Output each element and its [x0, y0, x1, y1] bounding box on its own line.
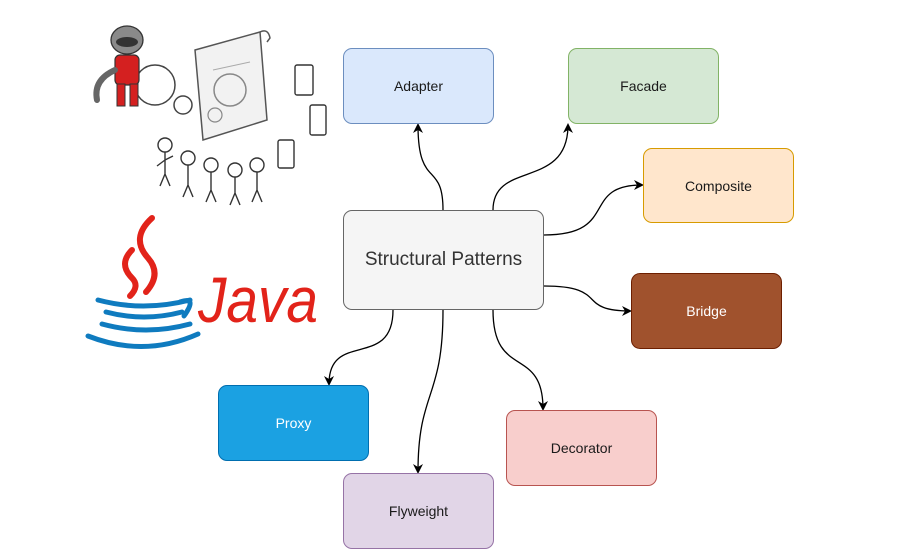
java-logo-text: Java	[197, 264, 318, 336]
facade-node: Facade	[568, 48, 719, 124]
java-steam-icon	[122, 215, 158, 299]
edge-to-adapter	[413, 123, 444, 211]
facade-label: Facade	[620, 78, 667, 94]
proxy-label: Proxy	[275, 415, 312, 431]
edge-to-composite	[543, 180, 644, 236]
flyweight-label: Flyweight	[388, 503, 449, 519]
adapter-node: Adapter	[343, 48, 494, 124]
raccoon-with-blueprint-illustration	[93, 25, 327, 206]
edge-to-proxy	[324, 309, 394, 386]
bridge-label: Bridge	[686, 303, 727, 319]
flyweight-node: Flyweight	[343, 473, 494, 549]
edge-to-decorator	[492, 309, 548, 411]
bridge-node: Bridge	[631, 273, 782, 349]
proxy-node: Proxy	[218, 385, 369, 461]
java-logo: Java	[85, 215, 318, 349]
structural-patterns-label: Structural Patterns	[364, 249, 523, 270]
edge-to-flyweight	[413, 309, 444, 474]
adapter-label: Adapter	[393, 78, 444, 94]
decorator-node: Decorator	[506, 410, 657, 486]
composite-node: Composite	[643, 148, 794, 223]
edge-to-facade	[492, 123, 573, 211]
edge-to-bridge	[543, 285, 632, 316]
java-cup-icon	[85, 297, 201, 349]
decorator-label: Decorator	[550, 440, 613, 456]
composite-label: Composite	[685, 177, 752, 194]
structural-patterns-node: Structural Patterns	[343, 210, 544, 310]
